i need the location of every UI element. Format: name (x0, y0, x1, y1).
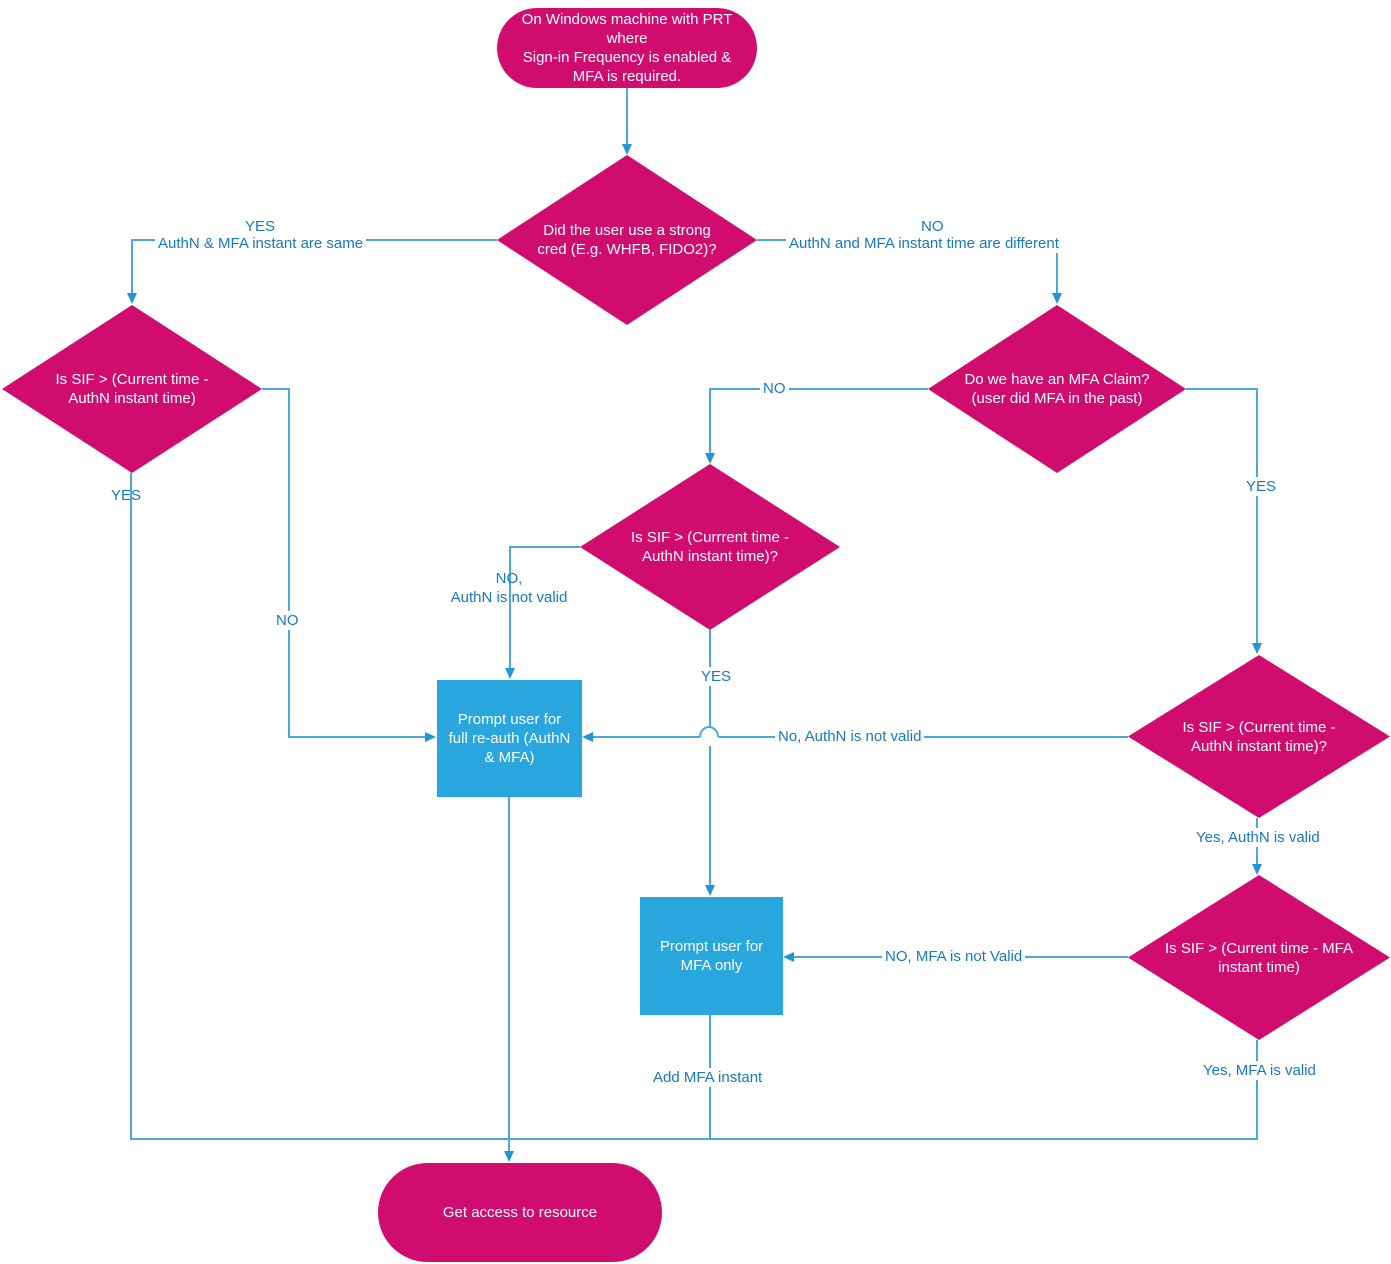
arrowhead-into-mfa-claim (1052, 293, 1062, 304)
arrowhead-into-fullreauth-left (425, 732, 436, 742)
label-claim-yes: YES (1243, 477, 1280, 496)
connector-center-no-h (510, 546, 580, 548)
connector-sifleft-no-h1 (262, 388, 290, 390)
connector-strongcred-no-v (1056, 239, 1058, 297)
label-sifleft-yes: YES (111, 487, 142, 504)
decision-sif-center: Is SIF > (Currrent time - AuthN instant … (580, 464, 840, 630)
arrowhead-into-mfaonly-right (783, 952, 794, 962)
arrowhead-into-fullreauth-right (582, 732, 593, 742)
start-node: On Windows machine with PRT where Sign-i… (497, 8, 757, 88)
connector-start-to-strongcred (626, 88, 628, 148)
arrowhead-into-sif-right (1252, 643, 1262, 654)
arrowhead-into-end (504, 1151, 514, 1162)
decision-sif-left: Is SIF > (Current time - AuthN instant t… (2, 305, 262, 473)
connector-fullreauth-to-end (508, 797, 510, 1152)
decision-mfa-claim: Do we have an MFA Claim? (user did MFA i… (928, 305, 1186, 473)
arrowhead-into-fullreauth-top (505, 668, 515, 679)
label-strongcred-yes: YES (245, 218, 276, 235)
label-strongcred-no-desc: AuthN and MFA instant time are different (786, 234, 1062, 253)
connector-strongcred-yes-v (131, 239, 133, 297)
connector-center-no-v (509, 546, 511, 672)
connector-sifleft-no-v (288, 388, 290, 738)
end-node: Get access to resource (378, 1163, 662, 1262)
label-strongcred-yes-desc: AuthN & MFA instant are same (155, 234, 367, 253)
decision-sif-right: Is SIF > (Current time - AuthN instant t… (1128, 655, 1390, 818)
label-add-mfa-instant: Add MFA instant (650, 1068, 766, 1087)
label-claim-no: NO (760, 379, 789, 398)
line-jump-arc (699, 726, 719, 737)
arrowhead-into-strongcred (622, 144, 632, 155)
connector-claim-no-h (710, 388, 928, 390)
connector-claim-yes-v (1256, 388, 1258, 648)
arrowhead-into-mfaonly-top (705, 885, 715, 896)
label-right-no: No, AuthN is not valid (775, 727, 925, 746)
arrowhead-into-sif-mfa (1252, 864, 1262, 875)
label-mfa-no: NO, MFA is not Valid (882, 947, 1026, 966)
connector-bottom-rail (130, 1138, 1258, 1140)
label-sifleft-no: NO (273, 611, 302, 630)
process-full-reauth: Prompt user for full re-auth (AuthN & MF… (437, 680, 582, 797)
label-right-yes: Yes, AuthN is valid (1193, 828, 1323, 847)
label-mfa-yes: Yes, MFA is valid (1200, 1061, 1319, 1080)
connector-sifleft-no-h2 (288, 736, 426, 738)
arrowhead-into-sif-left (127, 293, 137, 304)
decision-sif-mfa-instant: Is SIF > (Current time - MFA instant tim… (1128, 875, 1390, 1040)
connector-claim-yes-h (1186, 388, 1258, 390)
connector-claim-no-v (709, 388, 711, 456)
connector-sifleft-yes-down (130, 473, 132, 1140)
arrowhead-into-sif-center (705, 453, 715, 464)
decision-strong-cred: Did the user use a strong cred (E.g. WHF… (497, 155, 757, 325)
connector-center-yes-v2 (709, 746, 711, 886)
connector-right-no-h1 (593, 736, 700, 738)
process-mfa-only: Prompt user for MFA only (640, 897, 783, 1015)
label-center-yes: YES (698, 667, 735, 686)
label-center-no: NO, AuthN is not valid (450, 570, 568, 606)
connector-mfa-yes-down (1256, 1040, 1258, 1140)
label-strongcred-no: NO (921, 218, 944, 235)
